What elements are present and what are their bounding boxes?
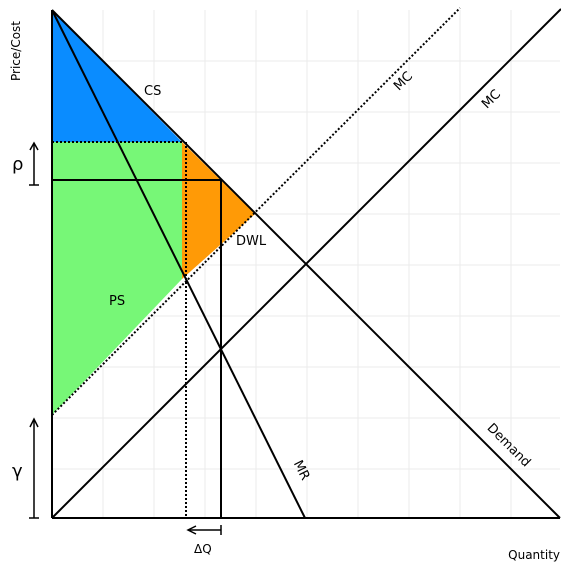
producer-surplus-label: PS <box>109 294 125 309</box>
delta-q-arrow <box>186 525 222 535</box>
demand-label: Demand <box>484 421 534 471</box>
gamma-label: γ <box>12 461 23 482</box>
shifted-marginal-cost-curve <box>51 7 461 416</box>
mc-label: MC <box>479 87 504 112</box>
consumer-surplus-label: CS <box>144 84 161 99</box>
y-axis-label: Price/Cost <box>9 21 23 81</box>
rho-arrow <box>29 141 39 186</box>
deadweight-loss-area <box>182 142 255 279</box>
marginal-cost-curve <box>51 8 561 519</box>
producer-surplus-area <box>52 142 182 415</box>
marginal-revenue-curve <box>51 9 306 519</box>
x-axis-label: Quantity <box>508 548 560 562</box>
gamma-arrow <box>29 417 39 519</box>
mr-label: MR <box>290 458 312 483</box>
rho-label: ρ <box>12 154 23 175</box>
delta-q-label: ΔQ <box>194 542 212 556</box>
deadweight-loss-label: DWL <box>236 234 267 249</box>
